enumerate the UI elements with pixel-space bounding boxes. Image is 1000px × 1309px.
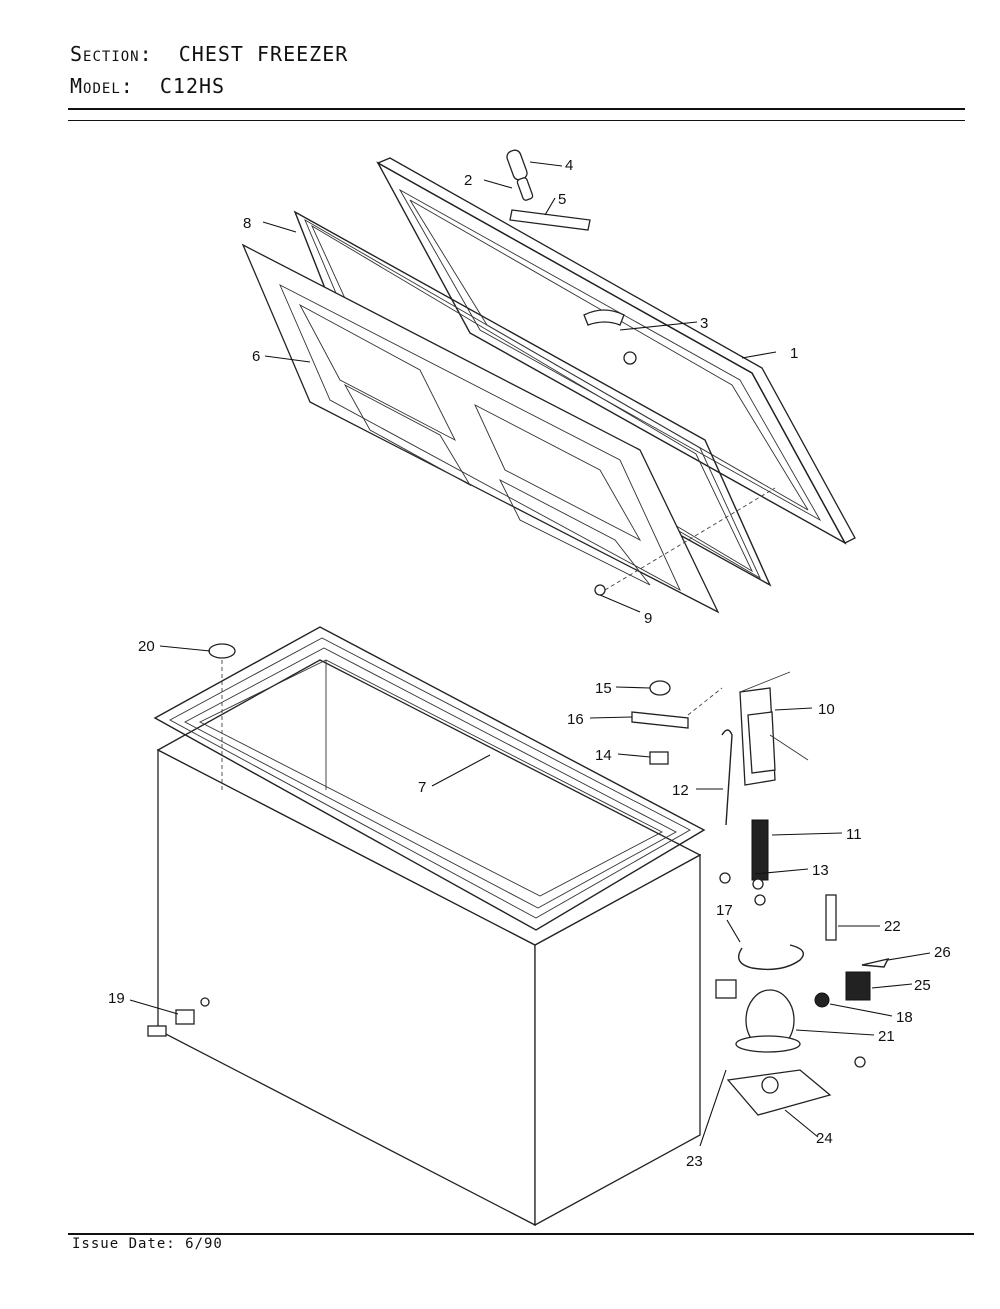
callout-7: 7 bbox=[418, 779, 426, 796]
callout-5: 5 bbox=[558, 191, 566, 208]
lid-handle-parts bbox=[506, 149, 637, 596]
lid-liner-panel bbox=[241, 243, 720, 614]
callout-13: 13 bbox=[812, 862, 829, 879]
hinge-assembly bbox=[719, 671, 809, 906]
callout-22: 22 bbox=[884, 918, 901, 935]
model-label: Model: bbox=[70, 74, 134, 98]
freezer-cabinet bbox=[153, 626, 706, 1227]
section-value: CHEST FREEZER bbox=[178, 42, 349, 66]
callout-18: 18 bbox=[896, 1009, 913, 1026]
callout-10: 10 bbox=[818, 701, 835, 718]
callout-2: 2 bbox=[464, 172, 472, 189]
header-divider-thin bbox=[68, 120, 965, 121]
callout-1: 1 bbox=[790, 345, 798, 362]
drain-plug bbox=[208, 643, 236, 659]
lid-outer-frame bbox=[376, 157, 856, 545]
callout-11: 11 bbox=[846, 826, 862, 843]
callout-12: 12 bbox=[672, 782, 689, 799]
footer-divider bbox=[68, 1233, 974, 1235]
issue-date: Issue Date: 6/90 bbox=[72, 1236, 223, 1252]
callout-9: 9 bbox=[644, 610, 652, 627]
model-value: C12HS bbox=[159, 74, 226, 98]
leader-lines bbox=[129, 161, 931, 1147]
callout-6: 6 bbox=[252, 348, 260, 365]
callout-23: 23 bbox=[686, 1153, 703, 1170]
callout-16: 16 bbox=[567, 711, 584, 728]
screw-path bbox=[604, 487, 776, 591]
thermostat-parts bbox=[631, 680, 723, 765]
callout-26: 26 bbox=[934, 944, 951, 961]
callout-labels: 1 2 3 4 5 6 7 8 9 10 11 12 13 14 15 16 1… bbox=[108, 157, 951, 1170]
callout-15: 15 bbox=[595, 680, 612, 697]
callout-21: 21 bbox=[878, 1028, 895, 1045]
callout-3: 3 bbox=[700, 315, 708, 332]
callout-19: 19 bbox=[108, 990, 125, 1007]
callout-8: 8 bbox=[243, 215, 251, 232]
callout-24: 24 bbox=[816, 1130, 833, 1147]
section-label: Section: bbox=[70, 42, 153, 66]
drain-fitting bbox=[147, 1009, 195, 1037]
model-heading: Model: C12HS bbox=[70, 74, 225, 98]
callout-4: 4 bbox=[565, 157, 573, 174]
callout-20: 20 bbox=[138, 638, 155, 655]
compressor-parts bbox=[715, 894, 890, 1116]
header-divider bbox=[68, 108, 965, 110]
callout-25: 25 bbox=[914, 977, 931, 994]
callout-17: 17 bbox=[716, 902, 733, 919]
section-heading: Section: CHEST FREEZER bbox=[70, 42, 348, 66]
callout-14: 14 bbox=[595, 747, 612, 764]
